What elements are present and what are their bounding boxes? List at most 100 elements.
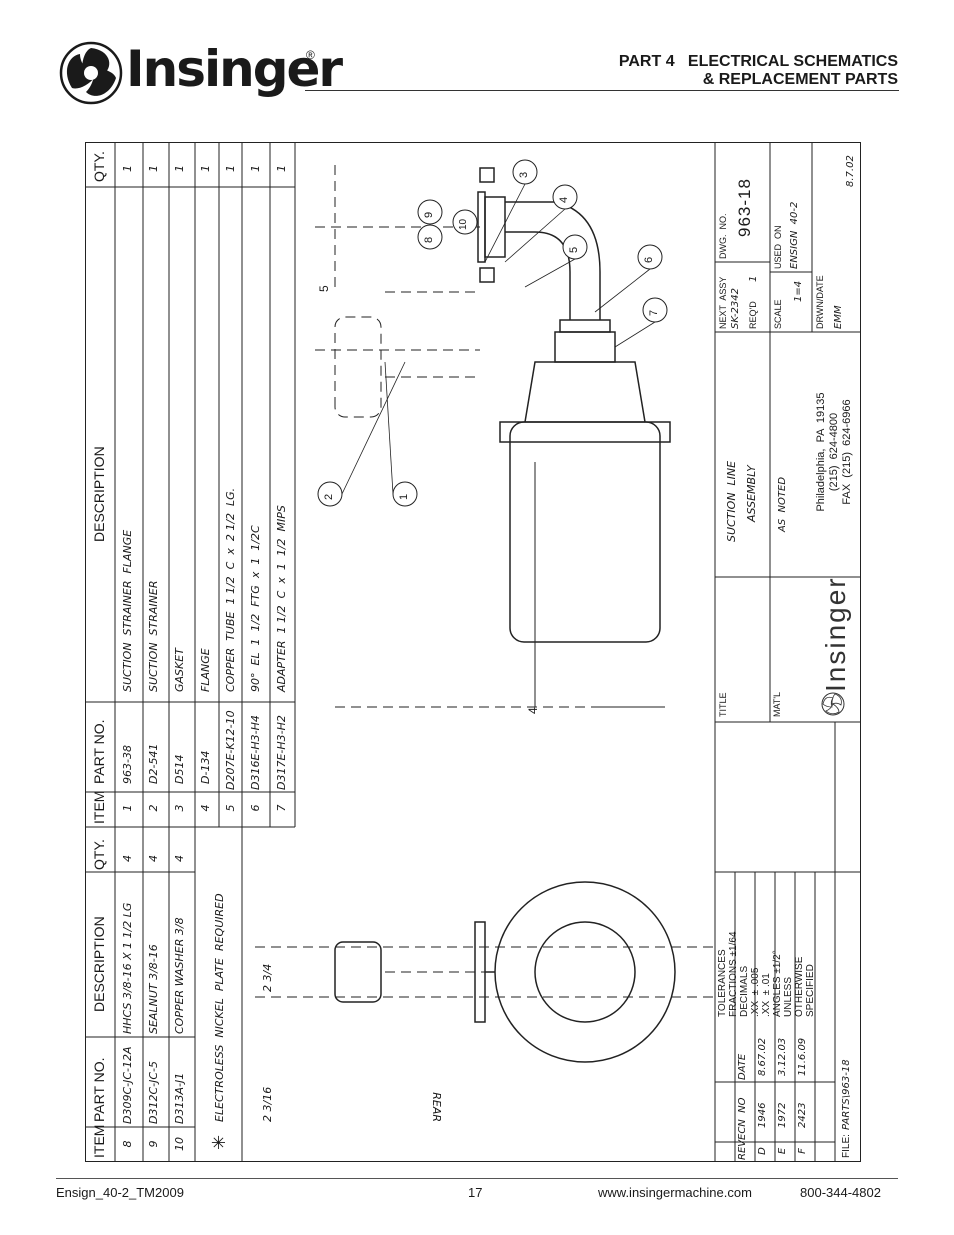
note-text: ELECTROLESS NICKEL PLATE REQUIRED xyxy=(213,893,226,1122)
company-fax: FAX (215) 624-6966 xyxy=(841,399,853,505)
tol-decimals: DECIMALS xyxy=(739,965,750,1017)
hw-row-qty: 4 xyxy=(173,855,186,862)
hw-row-qty: 4 xyxy=(121,855,134,862)
parts-row-desc: 90° EL 1 1/2 FTG x 1 1/2C xyxy=(249,525,262,692)
assembly-drawing xyxy=(84,141,862,1163)
parts-row-part: D207E-K12-10 xyxy=(224,710,237,790)
callout-2: 2 xyxy=(323,493,335,500)
parts-row-desc: SUCTION STRAINER FLANGE xyxy=(121,529,134,692)
parts-row-desc: ADAPTER 1 1/2 C x 1 1/2 MIPS xyxy=(275,505,288,692)
rear-label: REAR xyxy=(430,1092,443,1122)
parts-row-item: 4 xyxy=(199,804,212,812)
drwn-label: DRWN/DATE xyxy=(815,275,825,329)
hw-row-item: 9 xyxy=(147,1140,160,1148)
callout-9: 9 xyxy=(423,211,435,218)
parts-row-desc: COPPER TUBE 1 1/2 C x 2 1/2 LG. xyxy=(224,487,237,692)
dimension-2-3-4: 2 3/4 xyxy=(261,963,274,992)
dimension-5: 5 xyxy=(317,285,331,292)
parts-header-qty: QTY. xyxy=(91,151,107,182)
hw-row-part: D312C-JC-5 xyxy=(147,1060,160,1124)
rev-d: D xyxy=(757,1147,768,1155)
parts-row-part: 963-38 xyxy=(121,745,134,784)
header-rule xyxy=(305,90,899,91)
dwg-no-value: 963-18 xyxy=(735,178,754,237)
parts-row-qty: 1 xyxy=(147,165,160,172)
strainer-assembly xyxy=(477,167,671,643)
hw-row-desc: SEALNUT 3/8-16 xyxy=(147,944,160,1034)
parts-row-item: 3 xyxy=(173,804,186,812)
parts-row-item: 7 xyxy=(275,804,288,812)
parts-row-qty: 1 xyxy=(173,165,186,172)
footer-page-number: 17 xyxy=(468,1185,483,1200)
callout-1: 1 xyxy=(398,493,410,500)
callouts xyxy=(317,159,668,507)
next-assy-value: SK-2342 xyxy=(730,288,741,329)
drawing-sheet: ITEM PART NO. DESCRIPTION QTY. 8 D309C-J… xyxy=(84,141,862,1163)
hw-header-qty: QTY. xyxy=(91,839,107,870)
parts-row-item: 1 xyxy=(121,804,134,812)
parts-row-qty: 1 xyxy=(275,165,288,172)
ecn-f: 2423 xyxy=(797,1102,808,1128)
brand-name: Insinger xyxy=(126,40,343,98)
note-star: ✳ xyxy=(209,1134,229,1150)
tol-otherwise: OTHERWISE xyxy=(794,956,805,1017)
callout-7: 7 xyxy=(648,309,660,316)
ecn-d: 1946 xyxy=(757,1102,768,1128)
date-d: 8.67.02 xyxy=(757,1037,768,1076)
parts-row-part: D317E-H3-H2 xyxy=(275,715,288,790)
date-label: DATE xyxy=(737,1053,748,1080)
footer-rule xyxy=(56,1178,898,1179)
section-title-line1: PART 4 ELECTRICAL SCHEMATICS xyxy=(618,53,898,70)
hw-row-desc: COPPER WASHER 3/8 xyxy=(173,917,186,1034)
rev-f: F xyxy=(797,1148,808,1154)
company-contact: Philadelphia, PA 19135 (215) 624-4800 FA… xyxy=(815,342,854,562)
scale-value: 1=4 xyxy=(793,280,804,302)
footer-website: www.insingermachine.com xyxy=(598,1185,752,1200)
title-line1: SUCTION LINE xyxy=(725,460,738,542)
parts-row-part: D316E-H3-H4 xyxy=(249,715,262,790)
tol-specified: SPECIFIED xyxy=(805,964,816,1017)
parts-table-frame xyxy=(84,141,243,828)
rev-e: E xyxy=(777,1147,788,1155)
parts-row-desc: GASKET xyxy=(173,648,186,692)
file-value: PARTS\963-18 xyxy=(841,1059,852,1130)
parts-row-part: D-134 xyxy=(199,750,212,784)
insinger-logo: Insinger ® xyxy=(58,38,343,108)
ecn-e: 1972 xyxy=(777,1102,788,1128)
registered-mark: ® xyxy=(306,48,315,62)
hw-row-item: 8 xyxy=(121,1140,134,1148)
parts-row-item: 5 xyxy=(224,804,237,812)
company-wordmark: Insinger xyxy=(820,576,851,692)
hw-header-item: ITEM xyxy=(91,1124,107,1158)
tol-unless: UNLESS xyxy=(783,976,794,1017)
date-f: 11.6.09 xyxy=(797,1037,808,1076)
section-title: PART 4 ELECTRICAL SCHEMATICS & REPLACEME… xyxy=(619,53,898,89)
callout-5: 5 xyxy=(568,246,580,253)
company-phone: (215) 624-4800 xyxy=(828,412,840,492)
parts-row-part: D514 xyxy=(173,754,186,784)
callout-4: 4 xyxy=(558,196,570,203)
hw-row-part: D313A-J1 xyxy=(173,1072,186,1124)
dimension-4: 4 xyxy=(526,707,540,714)
drwn-date: 8.7.02 xyxy=(845,155,856,187)
rev-label: REV xyxy=(737,1139,748,1160)
matl-label: MAT'L xyxy=(772,691,782,717)
parts-row-desc: SUCTION STRAINER xyxy=(147,580,160,693)
reqd-label: REQ'D xyxy=(748,301,758,329)
parts-row-qty: 1 xyxy=(224,165,237,172)
footer-phone: 800-344-4802 xyxy=(800,1185,881,1200)
hw-row-qty: 4 xyxy=(147,855,160,862)
callout-10: 10 xyxy=(458,218,469,230)
swirl-logo-icon xyxy=(59,41,123,105)
title-line2: ASSEMBLY xyxy=(745,465,758,522)
dwg-no-label: DWG. NO. xyxy=(718,213,728,260)
date-e: 3.12.03 xyxy=(777,1037,788,1076)
tol-title: TOLERANCES xyxy=(717,949,728,1017)
next-assy-label: NEXT ASSY xyxy=(718,276,728,329)
hw-row-item: 10 xyxy=(173,1137,186,1151)
hw-header-desc: DESCRIPTION xyxy=(91,916,107,1012)
footer-doc-id: Ensign_40-2_TM2009 xyxy=(56,1185,184,1200)
used-on-value: ENSIGN 40-2 xyxy=(789,201,800,269)
hw-row-part: D309C-JC-12A xyxy=(121,1046,134,1124)
hw-header-part: PART NO. xyxy=(91,1057,107,1122)
